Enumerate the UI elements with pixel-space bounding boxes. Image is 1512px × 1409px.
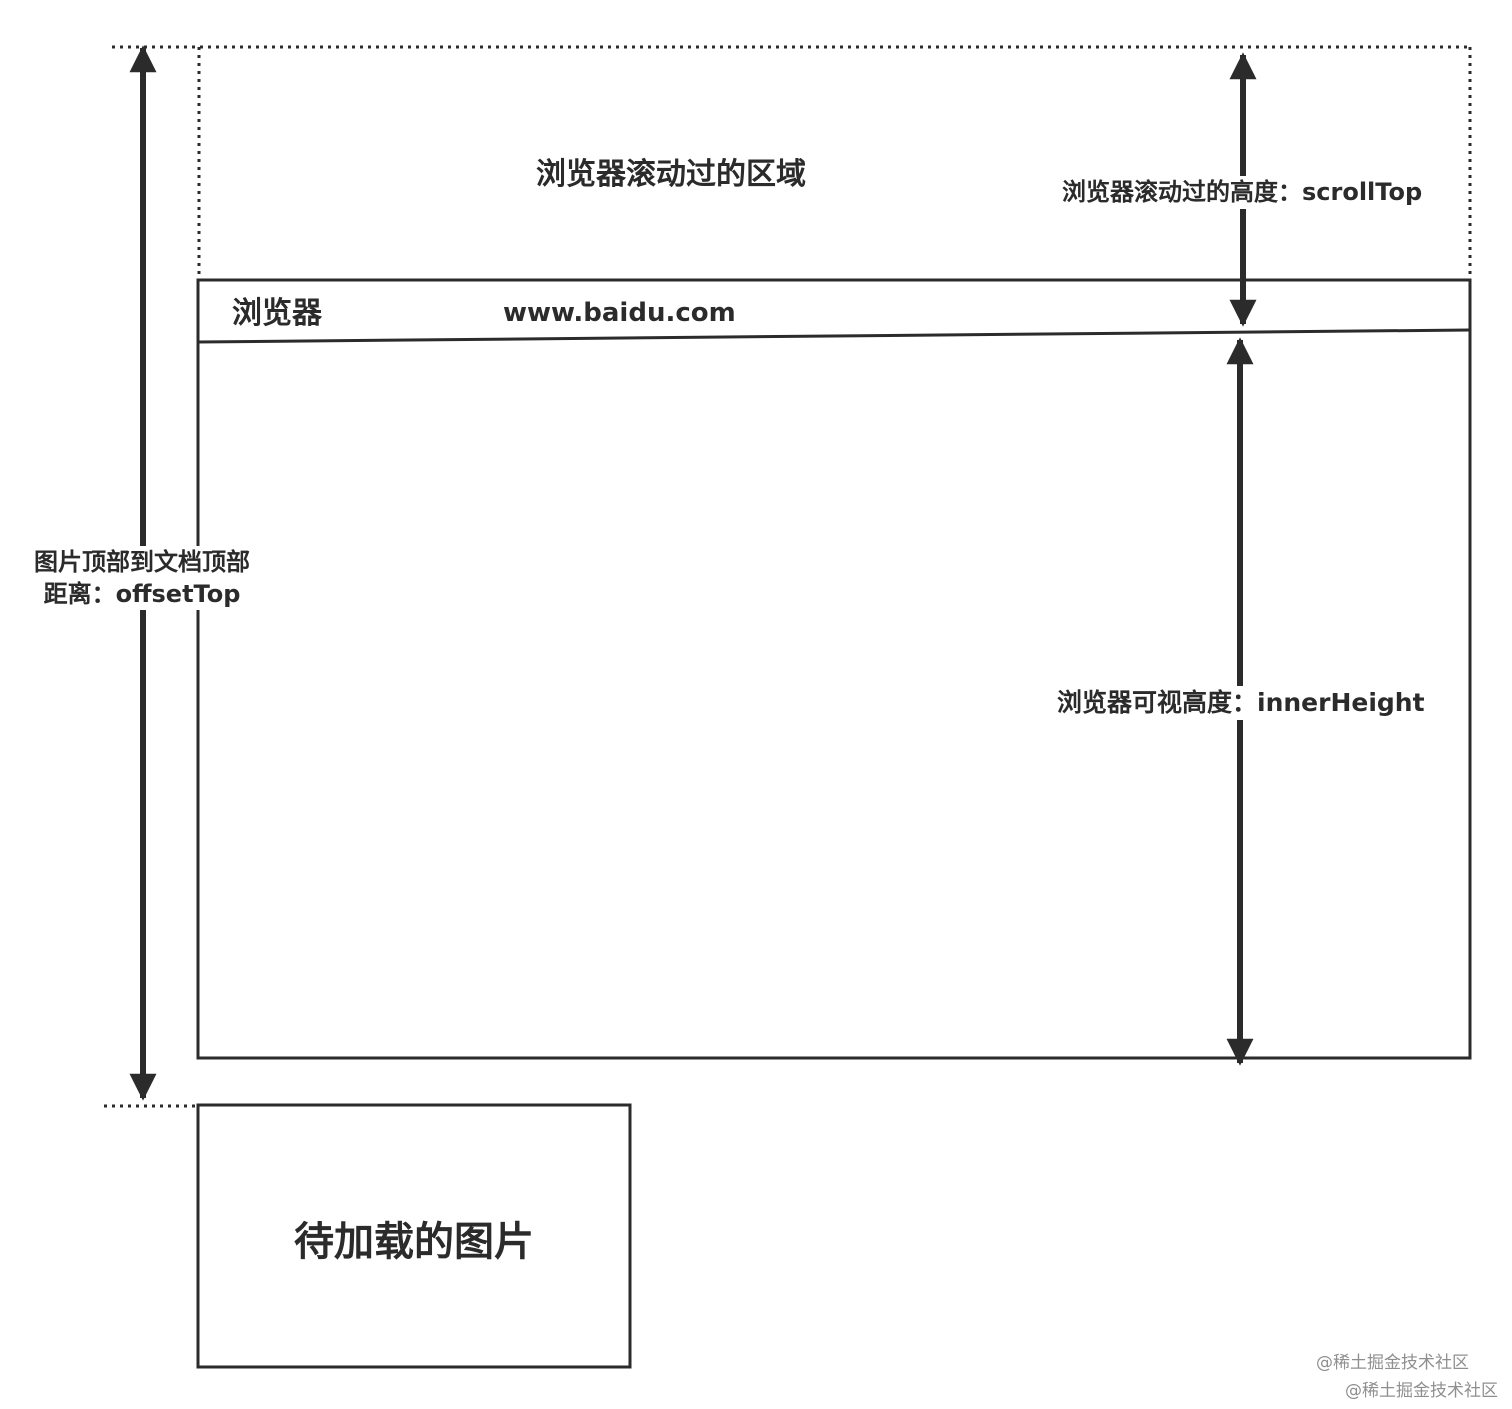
- offsettop-label-line2: 距离：offsetTop: [43, 580, 241, 608]
- image-box-label: 待加载的图片: [294, 1219, 534, 1265]
- scrolltop-label: 浏览器滚动过的高度：scrollTop: [1062, 176, 1423, 209]
- browser-label: 浏览器: [232, 296, 322, 331]
- offsettop-label-line1: 图片顶部到文档顶部: [34, 548, 250, 576]
- image-box: [196, 1103, 632, 1369]
- watermark: @稀土掘金技术社区: [1345, 1381, 1498, 1401]
- browser-window-frame: [196, 278, 1472, 1060]
- url-label: www.baidu.com: [503, 298, 736, 328]
- scrolled-area-label: 浏览器滚动过的区域: [536, 157, 806, 192]
- scrolled-area-region: [112, 45, 1472, 278]
- browser-window: [196, 278, 1472, 1060]
- browser-address-bar-divider: [197, 328, 1471, 344]
- watermark: @稀土掘金技术社区: [1316, 1353, 1469, 1373]
- innerheight-label: 浏览器可视高度：innerHeight: [1057, 686, 1425, 720]
- offsettop-label: 图片顶部到文档顶部 距离：offsetTop: [20, 546, 264, 610]
